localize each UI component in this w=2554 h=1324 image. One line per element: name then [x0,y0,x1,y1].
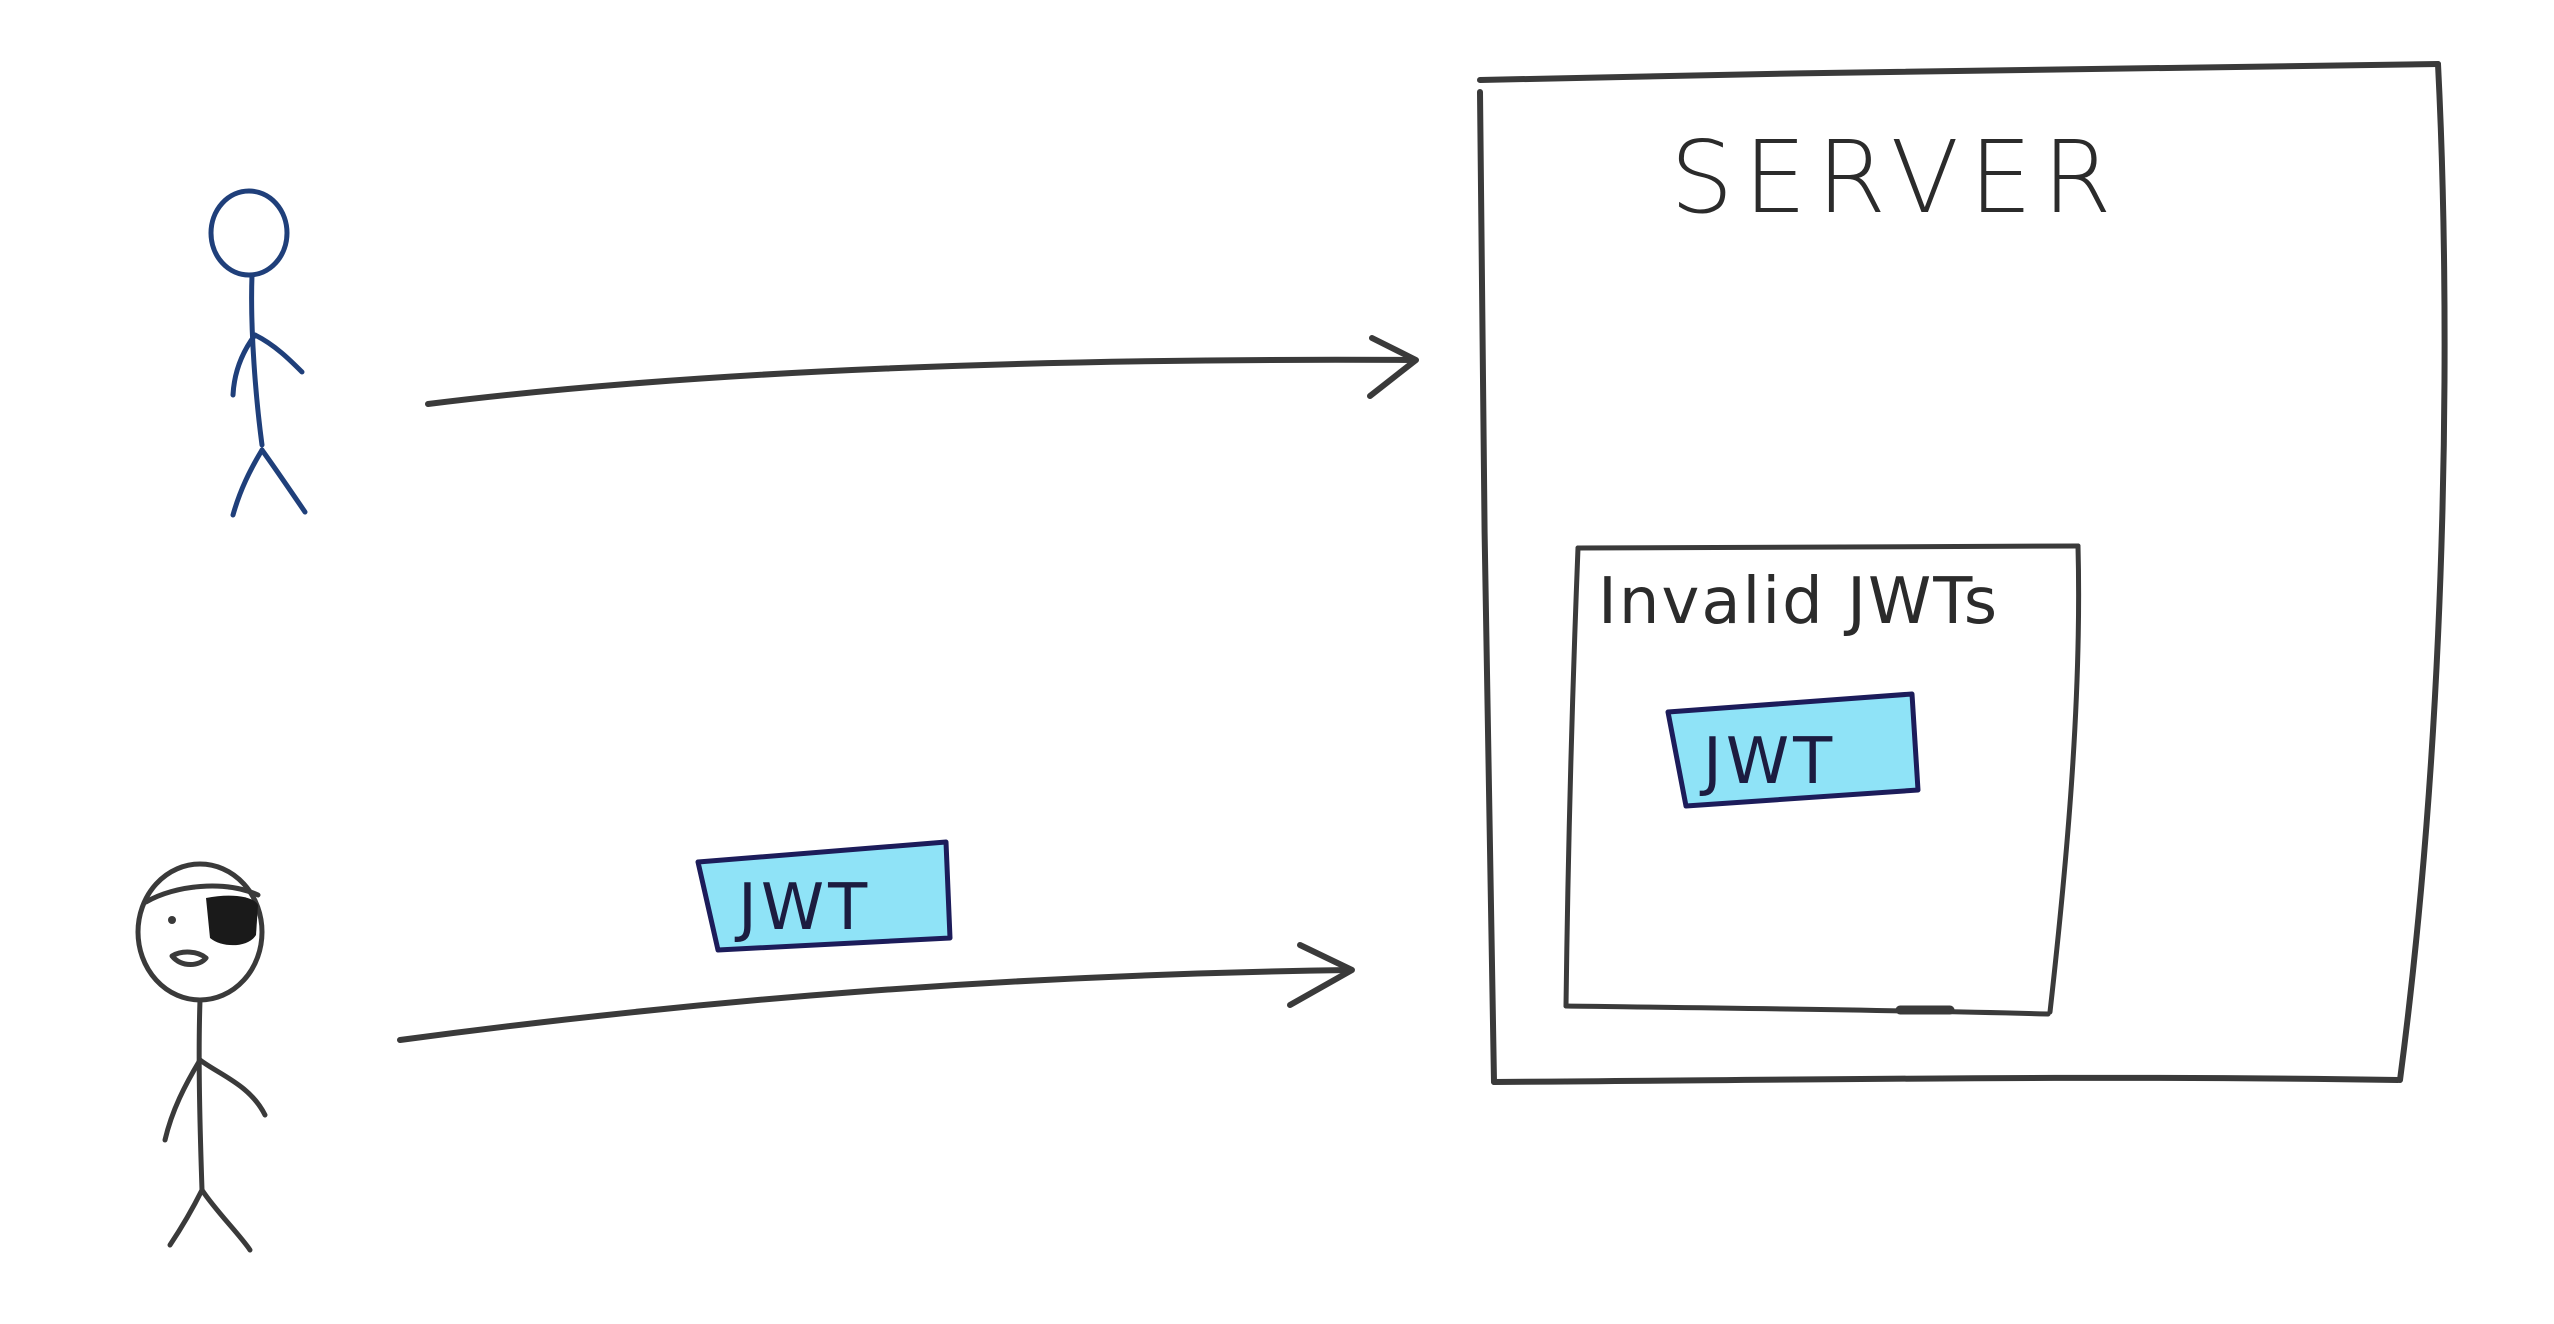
server-box [1477,61,2448,1085]
server-title: SERVER [1670,119,2122,236]
invalid-jwts-title: Invalid JWTs [1598,565,2000,639]
sent-jwt-token [695,839,953,953]
invalid-jwts-box [1563,543,2082,1017]
stored-jwt-label: JWT [1703,725,1837,799]
legit-user-icon [208,188,308,518]
stored-jwt-token [1665,691,1921,809]
attacker-icon [135,861,268,1253]
eyepatch-icon [206,895,258,946]
sent-jwt-label: JWT [738,871,872,945]
request-arrow-top [425,335,1419,407]
request-arrow-bottom [397,942,1355,1043]
